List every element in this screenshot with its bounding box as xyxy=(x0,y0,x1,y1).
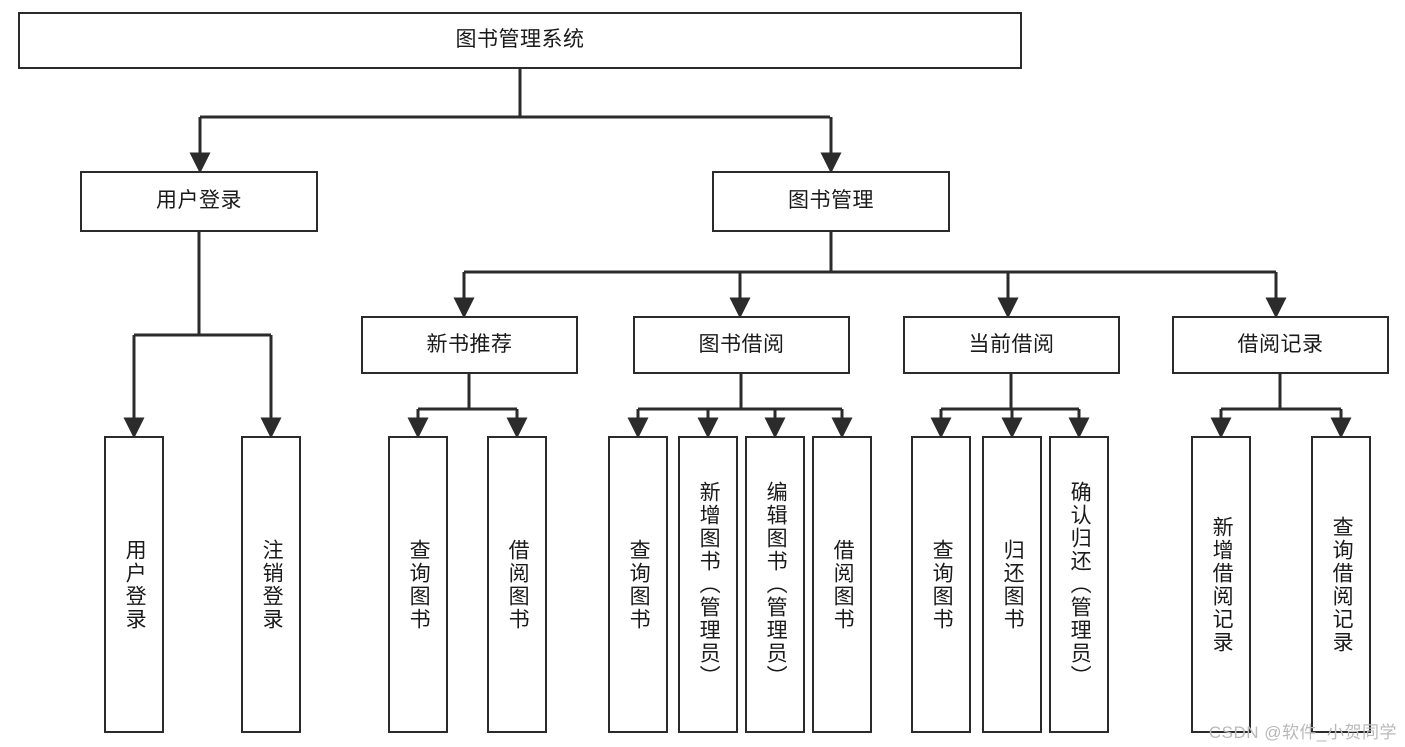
node-book-borrow-label: 图书借阅 xyxy=(698,332,785,356)
node-leaf-query-book-1[interactable]: 查询图书 xyxy=(388,436,448,733)
node-leaf-add-book-label: 新增图书（管理员） xyxy=(697,481,721,688)
node-user-login[interactable]: 用户登录 xyxy=(80,171,318,232)
node-leaf-logout[interactable]: 注销登录 xyxy=(241,436,301,733)
node-leaf-edit-book[interactable]: 编辑图书（管理员） xyxy=(745,436,805,733)
node-leaf-add-book[interactable]: 新增图书（管理员） xyxy=(678,436,738,733)
node-leaf-user-login-label: 用户登录 xyxy=(123,538,147,631)
node-user-login-label: 用户登录 xyxy=(156,189,242,213)
node-leaf-query-book-1-label: 查询图书 xyxy=(407,538,431,631)
node-leaf-query-record-label: 查询借阅记录 xyxy=(1330,515,1354,654)
node-leaf-return-book[interactable]: 归还图书 xyxy=(982,436,1042,733)
watermark: CSDN @软件_小贺同学 xyxy=(1208,723,1397,742)
node-new-book-recommend-label: 新书推荐 xyxy=(426,332,513,356)
node-current-borrow-label: 当前借阅 xyxy=(968,332,1055,356)
node-book-manage-label: 图书管理 xyxy=(788,189,874,213)
node-leaf-confirm-return-label: 确认归还（管理员） xyxy=(1068,481,1092,688)
node-leaf-user-login[interactable]: 用户登录 xyxy=(104,436,164,733)
node-borrow-record[interactable]: 借阅记录 xyxy=(1172,316,1389,374)
node-leaf-query-record[interactable]: 查询借阅记录 xyxy=(1311,436,1371,733)
node-root[interactable]: 图书管理系统 xyxy=(18,12,1022,69)
node-leaf-edit-book-label: 编辑图书（管理员） xyxy=(764,481,788,688)
node-leaf-query-book-3-label: 查询图书 xyxy=(930,538,954,631)
node-leaf-query-book-2-label: 查询图书 xyxy=(627,538,651,631)
node-new-book-recommend[interactable]: 新书推荐 xyxy=(361,316,578,374)
node-leaf-query-book-2[interactable]: 查询图书 xyxy=(608,436,668,733)
node-leaf-borrow-book-2[interactable]: 借阅图书 xyxy=(812,436,872,733)
node-leaf-confirm-return[interactable]: 确认归还（管理员） xyxy=(1049,436,1109,733)
node-root-label: 图书管理系统 xyxy=(455,28,585,52)
node-leaf-logout-label: 注销登录 xyxy=(260,538,284,631)
node-leaf-query-book-3[interactable]: 查询图书 xyxy=(911,436,971,733)
node-book-manage[interactable]: 图书管理 xyxy=(712,171,950,232)
node-leaf-borrow-book-1-label: 借阅图书 xyxy=(506,538,530,631)
node-leaf-borrow-book-2-label: 借阅图书 xyxy=(831,538,855,631)
node-current-borrow[interactable]: 当前借阅 xyxy=(903,316,1120,374)
node-leaf-add-record[interactable]: 新增借阅记录 xyxy=(1191,436,1251,733)
node-book-borrow[interactable]: 图书借阅 xyxy=(633,316,850,374)
node-borrow-record-label: 借阅记录 xyxy=(1237,332,1324,356)
node-leaf-borrow-book-1[interactable]: 借阅图书 xyxy=(487,436,547,733)
node-leaf-return-book-label: 归还图书 xyxy=(1001,538,1025,631)
node-leaf-add-record-label: 新增借阅记录 xyxy=(1210,515,1234,654)
